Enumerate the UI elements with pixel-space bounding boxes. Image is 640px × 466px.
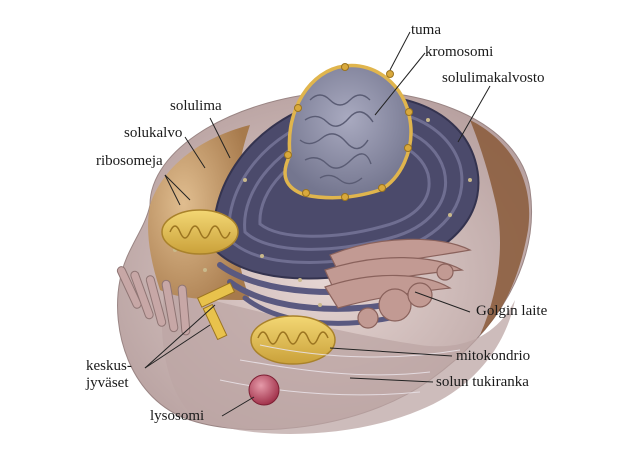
label-ribosomeja: ribosomeja xyxy=(96,153,163,169)
label-tuma: tuma xyxy=(411,22,441,38)
nuclear-pores xyxy=(284,63,413,201)
label-solulimakalvosto: solulimakalvosto xyxy=(442,70,545,86)
cytoskeleton-fibers xyxy=(219,344,461,396)
mitochondrion-top xyxy=(161,209,239,255)
label-mitokondrio: mitokondrio xyxy=(456,348,531,364)
lysosome-shape xyxy=(248,374,280,406)
label-solun-tukiranka: solun tukiranka xyxy=(436,374,529,390)
label-lysosomi: lysosomi xyxy=(150,408,205,424)
mitochondrion-bottom xyxy=(250,315,336,365)
label-kromosomi: kromosomi xyxy=(425,44,494,60)
label-keskusjyvaset: keskus- jyväset xyxy=(86,358,132,391)
label-golgin-laite: Golgin laite xyxy=(476,303,548,319)
nucleus-shape xyxy=(283,63,413,200)
golgi-apparatus xyxy=(324,238,472,329)
chromosome-squiggles xyxy=(299,94,374,185)
centrioles xyxy=(196,282,236,341)
label-solukalvo: solukalvo xyxy=(124,125,183,141)
cut-face-shape xyxy=(161,290,515,434)
microvilli xyxy=(116,266,191,336)
label-solulima: solulima xyxy=(170,98,222,114)
